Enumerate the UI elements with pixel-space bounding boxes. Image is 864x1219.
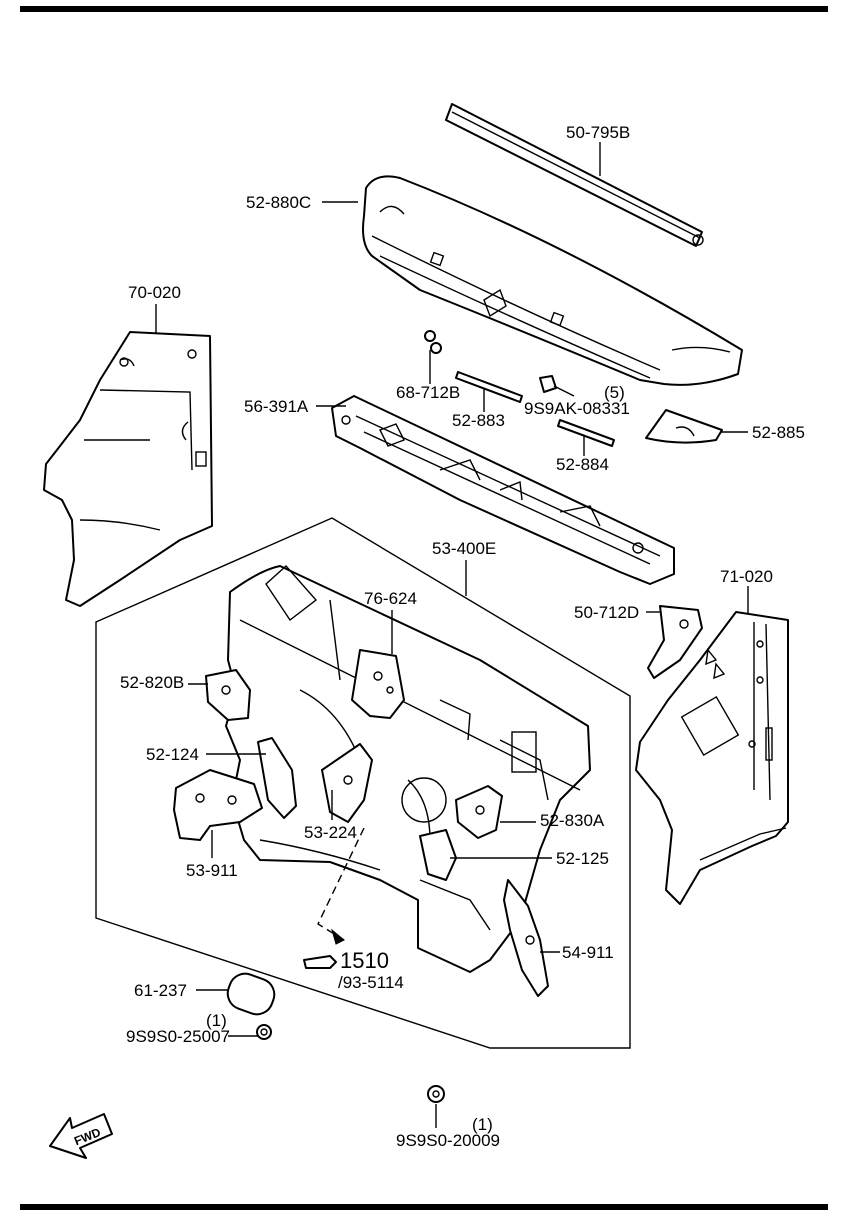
label-9S9S0-25007: 9S9S0-25007 bbox=[126, 1027, 230, 1046]
top-border-bar bbox=[20, 6, 828, 12]
part-clip-68-712B bbox=[424, 330, 442, 354]
part-bracket-52-125 bbox=[419, 829, 457, 881]
label-56-391A: 56-391A bbox=[244, 397, 309, 416]
part-bracket-50-712D bbox=[647, 605, 703, 679]
part-bracket-52-820B bbox=[205, 669, 251, 721]
label-53-224: 53-224 bbox=[304, 823, 357, 842]
part-left-side-panel bbox=[43, 331, 213, 607]
label-61-237: 61-237 bbox=[134, 981, 187, 1000]
label-9S9AK-08331: 9S9AK-08331 bbox=[524, 399, 630, 418]
fwd-arrow-icon bbox=[49, 1113, 113, 1159]
label-52-125: 52-125 bbox=[556, 849, 609, 868]
label-53-911: 53-911 bbox=[186, 861, 238, 880]
label-52-820B: 52-820B bbox=[120, 673, 184, 692]
label-9S9AK-08331-qty: (5) bbox=[604, 383, 625, 402]
part-bracket-54-911 bbox=[503, 879, 549, 997]
label-52-885: 52-885 bbox=[752, 423, 805, 442]
part-nut-9S9AK-08331 bbox=[539, 375, 557, 393]
label-76-624: 76-624 bbox=[364, 589, 417, 608]
label-71-020: 71-020 bbox=[720, 567, 773, 586]
reference-arrow-1510 bbox=[303, 827, 365, 969]
part-bracket-76-624 bbox=[351, 649, 405, 719]
label-52-880C: 52-880C bbox=[246, 193, 311, 212]
part-grommet-9S9S0-25007 bbox=[256, 1024, 272, 1040]
part-cowl-grille bbox=[362, 175, 743, 386]
label-9S9S0-25007-qty: (1) bbox=[206, 1011, 227, 1030]
bottom-border-bar bbox=[20, 1204, 828, 1210]
label-9S9S0-20009: 9S9S0-20009 bbox=[396, 1131, 500, 1150]
part-bracket-52-124 bbox=[257, 737, 297, 819]
label-9S9S0-20009-qty: (1) bbox=[472, 1115, 493, 1134]
part-bracket-53-911 bbox=[173, 769, 263, 841]
label-93-5114: /93-5114 bbox=[338, 973, 404, 992]
label-50-712D: 50-712D bbox=[574, 603, 639, 622]
part-bracket-53-224 bbox=[321, 743, 373, 823]
part-cowl-panel bbox=[331, 395, 675, 585]
part-rod-52-883 bbox=[455, 371, 523, 403]
label-54-911: 54-911 bbox=[562, 943, 614, 962]
part-bracket-52-885 bbox=[645, 409, 723, 444]
label-52-883: 52-883 bbox=[452, 411, 505, 430]
label-1510: 1510 bbox=[340, 948, 389, 973]
label-52-830A: 52-830A bbox=[540, 811, 605, 830]
part-grommet-9S9S0-20009 bbox=[427, 1085, 445, 1103]
part-plug-61-237 bbox=[226, 972, 276, 1016]
leader-lines bbox=[155, 142, 749, 1128]
label-53-400E: 53-400E bbox=[432, 539, 496, 558]
dash-panel-group-outline bbox=[95, 517, 631, 1049]
part-right-side-panel bbox=[635, 611, 789, 905]
part-weatherstrip bbox=[445, 103, 704, 247]
callout-labels: 50-795B 52-880C 70-020 68-712B 52-883 (5… bbox=[72, 123, 805, 1150]
label-70-020: 70-020 bbox=[128, 283, 181, 302]
label-52-124: 52-124 bbox=[146, 745, 199, 764]
label-68-712B: 68-712B bbox=[396, 383, 460, 402]
label-50-795B: 50-795B bbox=[566, 123, 630, 142]
part-bracket-52-830A bbox=[455, 785, 503, 839]
label-52-884: 52-884 bbox=[556, 455, 609, 474]
part-rod-52-884 bbox=[557, 419, 615, 447]
